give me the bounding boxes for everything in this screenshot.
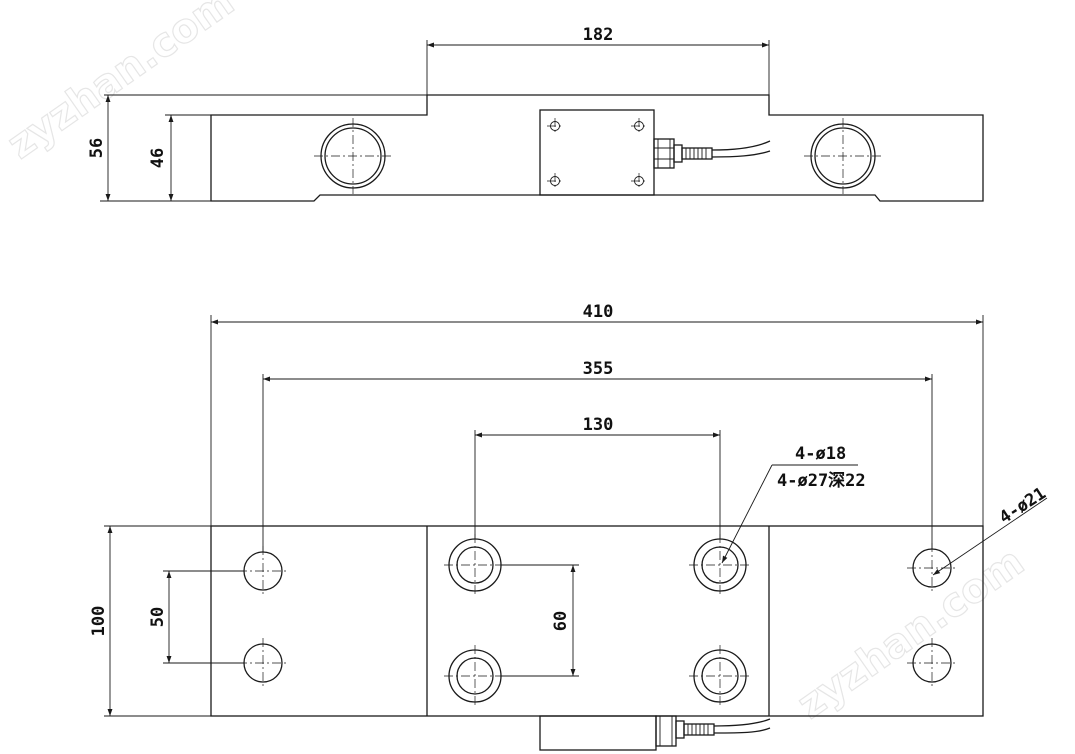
side-cable <box>711 140 771 151</box>
dim-inner-row-spacing-label: 60 <box>551 611 571 631</box>
watermark-bottom-right: zyzhan.com <box>789 539 1032 728</box>
side-cable-gland <box>653 138 771 169</box>
side-junction-box <box>539 109 655 196</box>
callout-inner-holes-line2: 4-ø27深22 <box>777 470 866 491</box>
dim-overall-length: 410 <box>210 302 984 526</box>
inner-hole-top-right <box>689 534 751 596</box>
inner-hole-top-left <box>444 534 506 596</box>
inner-hole-bottom-left <box>444 645 506 707</box>
dim-total-height: 56 <box>87 95 211 202</box>
dim-top-width: 182 <box>426 25 770 95</box>
dim-body-height: 46 <box>148 114 211 201</box>
top-cable <box>713 718 771 727</box>
dim-inner-hole-spacing: 130 <box>474 415 721 539</box>
inner-hole-bottom-right <box>689 645 751 707</box>
outer-hole-bottom-left <box>238 638 288 688</box>
dim-outer-row-spacing: 50 <box>148 570 244 664</box>
dim-outer-hole-spacing-label: 355 <box>583 359 614 379</box>
outer-hole-bottom-right <box>907 638 957 688</box>
side-left-pin <box>314 118 392 194</box>
dim-inner-hole-spacing-label: 130 <box>583 415 614 435</box>
dim-total-height-label: 56 <box>87 138 107 158</box>
junction-box-screws <box>547 118 647 189</box>
side-right-pin <box>804 118 882 194</box>
callout-inner-holes-line1: 4-ø18 <box>795 444 846 464</box>
outer-hole-top-left <box>238 546 288 596</box>
dim-outer-hole-spacing: 355 <box>262 359 933 552</box>
side-view: 182 56 46 <box>87 25 984 202</box>
dim-outer-row-spacing-label: 50 <box>148 607 168 627</box>
dim-width: 100 <box>89 525 211 717</box>
dim-overall-length-label: 410 <box>583 302 614 322</box>
dim-width-label: 100 <box>89 606 109 637</box>
callout-outer-holes-label: 4-ø21 <box>996 484 1050 529</box>
dim-inner-row-spacing: 60 <box>501 564 579 677</box>
top-view: 410 355 130 100 50 <box>89 302 1050 751</box>
watermark-top-left: zyzhan.com <box>0 0 243 168</box>
top-junction-box <box>539 715 771 751</box>
dim-body-height-label: 46 <box>148 148 168 168</box>
callout-inner-holes: 4-ø18 4-ø27深22 <box>721 444 866 564</box>
dim-top-width-label: 182 <box>583 25 614 45</box>
